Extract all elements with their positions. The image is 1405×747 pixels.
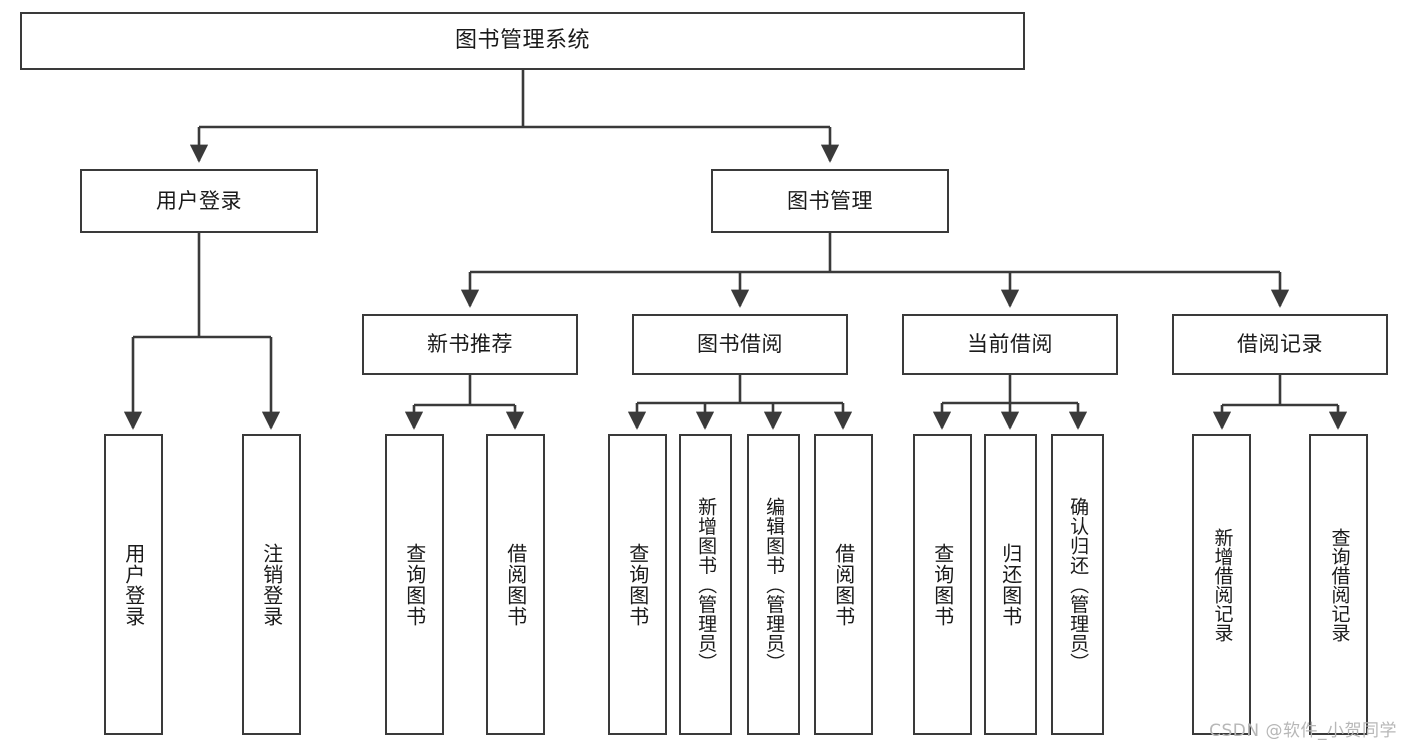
leaf-add-book-admin[interactable]: 新增图书（管理员） <box>679 434 732 735</box>
node-label: 新增图书（管理员） <box>695 496 718 673</box>
node-label: 查询借阅记录 <box>1328 527 1351 642</box>
node-label: 新书推荐 <box>427 332 513 357</box>
node-user-login[interactable]: 用户登录 <box>80 169 318 233</box>
leaf-borrow-book[interactable]: 借阅图书 <box>814 434 873 735</box>
node-label: 新增借阅记录 <box>1211 527 1234 642</box>
watermark: CSDN @软件_小贺同学 <box>1209 721 1397 741</box>
node-label: 借阅图书 <box>503 542 528 627</box>
node-book-management[interactable]: 图书管理 <box>711 169 949 233</box>
node-label: 用户登录 <box>156 188 242 213</box>
node-label: 注销登录 <box>259 542 284 627</box>
leaf-logout[interactable]: 注销登录 <box>242 434 301 735</box>
leaf-query-book-borrow[interactable]: 查询图书 <box>608 434 667 735</box>
node-label: 确认归还（管理员） <box>1067 496 1090 673</box>
node-root-book-management-system[interactable]: 图书管理系统 <box>20 12 1025 70</box>
node-label: 查询图书 <box>625 542 650 627</box>
leaf-query-book-current[interactable]: 查询图书 <box>913 434 972 735</box>
leaf-confirm-return-admin[interactable]: 确认归还（管理员） <box>1051 434 1104 735</box>
node-label: 查询图书 <box>402 542 427 627</box>
leaf-borrow-book-recommend[interactable]: 借阅图书 <box>486 434 545 735</box>
leaf-add-borrow-record[interactable]: 新增借阅记录 <box>1192 434 1251 735</box>
leaf-return-book[interactable]: 归还图书 <box>984 434 1037 735</box>
leaf-edit-book-admin[interactable]: 编辑图书（管理员） <box>747 434 800 735</box>
node-label: 归还图书 <box>998 542 1023 627</box>
node-label: 借阅记录 <box>1237 332 1323 357</box>
node-label: 查询图书 <box>930 542 955 627</box>
node-current-borrow[interactable]: 当前借阅 <box>902 314 1118 375</box>
leaf-query-borrow-record[interactable]: 查询借阅记录 <box>1309 434 1368 735</box>
node-label: 编辑图书（管理员） <box>763 496 786 673</box>
node-label: 图书管理 <box>787 188 873 213</box>
node-book-borrow[interactable]: 图书借阅 <box>632 314 848 375</box>
leaf-query-book-recommend[interactable]: 查询图书 <box>385 434 444 735</box>
node-label: 用户登录 <box>121 542 146 627</box>
node-borrow-record[interactable]: 借阅记录 <box>1172 314 1388 375</box>
node-label: 图书管理系统 <box>454 28 590 54</box>
node-label: 借阅图书 <box>831 542 856 627</box>
leaf-user-login[interactable]: 用户登录 <box>104 434 163 735</box>
node-label: 图书借阅 <box>697 332 783 357</box>
node-new-book-recommend[interactable]: 新书推荐 <box>362 314 578 375</box>
node-label: 当前借阅 <box>967 332 1053 357</box>
